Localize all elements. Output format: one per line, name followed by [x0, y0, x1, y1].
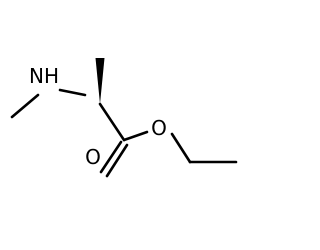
- stereo-wedge-bond: [95, 58, 105, 104]
- oxygen-ethyl-bond: [170, 132, 192, 164]
- n-methyl-bond: [10, 93, 40, 119]
- molecule-structure: NH O O: [10, 58, 238, 178]
- carbonyl-oxygen-label: O: [85, 145, 101, 169]
- carbonyl-double-bond-2: [105, 143, 129, 178]
- n-alpha-carbon-bond: [58, 88, 87, 97]
- carbonyl-double-bond-1: [99, 140, 123, 174]
- alpha-carbonyl-bond: [98, 102, 126, 142]
- ester-oxygen-label: O: [151, 116, 167, 140]
- nitrogen-label: NH: [29, 64, 59, 88]
- carbonyl-ester-oxygen-bond: [122, 130, 149, 142]
